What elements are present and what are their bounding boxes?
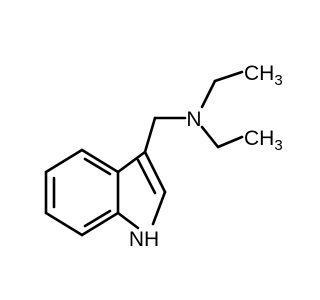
molecule-structure: N NH CH3 CH3 bbox=[44, 62, 283, 251]
methyl-bottom-ch: CH bbox=[244, 127, 274, 150]
methyl-top-ch: CH bbox=[244, 62, 274, 85]
bond-n-ethyl-top bbox=[200, 79, 217, 109]
bond-ethyl-bottom-methyl bbox=[216, 135, 244, 149]
structure-canvas: N NH CH3 CH3 bbox=[44, 62, 283, 251]
bond-benzene-1 bbox=[44, 148, 84, 174]
methyl-bottom-subscript: 3 bbox=[274, 137, 282, 154]
atom-label-methyl-top: CH3 bbox=[244, 62, 283, 89]
bond-pyrrole-c2-c3-double bbox=[136, 158, 157, 195]
bond-benzene-4 bbox=[80, 211, 120, 237]
methyl-top-subscript: 3 bbox=[274, 72, 282, 89]
atom-label-methyl-bottom: CH3 bbox=[244, 127, 283, 154]
bond-benzene-double-2 bbox=[83, 209, 112, 228]
bond-pyrrole-c3-c2 bbox=[143, 150, 167, 194]
bond-pyrrole-c2-n bbox=[151, 190, 167, 226]
bond-benzene-3 bbox=[44, 211, 84, 237]
atom-label-indole-nh: NH bbox=[129, 228, 159, 251]
bond-pyrrole-n-c7a bbox=[116, 211, 140, 230]
bond-benzene-5 bbox=[80, 148, 120, 174]
bond-c3-ch2 bbox=[143, 116, 157, 154]
bond-pyrrole-c3a-c3 bbox=[116, 150, 147, 174]
bond-n-ethyl-bottom bbox=[200, 125, 220, 149]
atom-label-amine-nitrogen: N bbox=[186, 108, 201, 131]
bond-ethyl-top-methyl bbox=[213, 70, 244, 83]
bond-benzene-double-3 bbox=[83, 157, 112, 176]
